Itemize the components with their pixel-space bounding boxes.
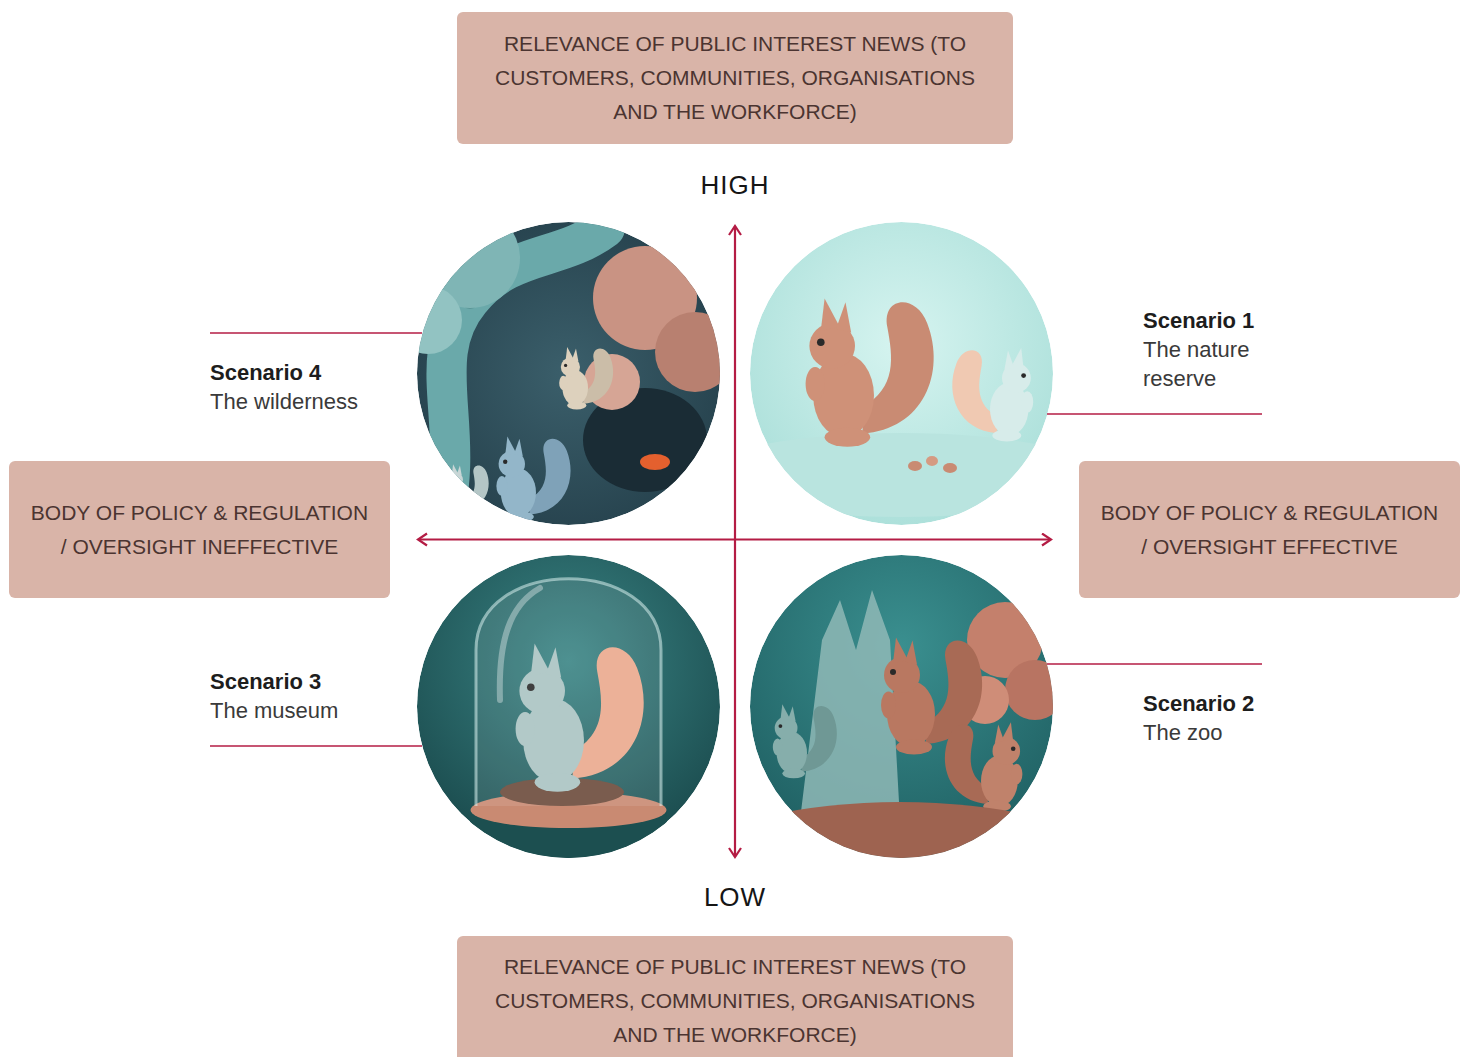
box-text-group: RELEVANCE OF PUBLIC INTEREST NEWS (TO CU… [485, 950, 985, 1052]
zoo-picture [715, 555, 1085, 898]
axis-label-box: RELEVANCE OF PUBLIC INTEREST NEWS (TO CU… [457, 12, 1013, 144]
squirrel-tail [583, 349, 613, 404]
scenario-circle: Scenario 2The zoo [750, 555, 1053, 858]
axis-label-box: RELEVANCE OF PUBLIC INTEREST NEWS (TO CU… [457, 936, 1013, 1057]
scenario-name: The museum [210, 696, 410, 725]
picture-ground [417, 555, 720, 858]
horizontal-axis [418, 538, 1051, 540]
coral-foliage [1005, 660, 1065, 720]
squirrel-tail [863, 302, 934, 433]
scenario-number: Scenario 3 [210, 667, 410, 696]
bird [640, 454, 670, 470]
squirrel [447, 464, 469, 512]
floor [701, 433, 1101, 517]
squirrel [990, 348, 1033, 442]
glass-dome [476, 579, 661, 806]
teal-foliage [394, 286, 462, 354]
coral-foliage [655, 312, 735, 392]
axis-label-box: BODY OF POLICY & REGULATION / OVERSIGHT … [9, 461, 390, 598]
nut [926, 456, 938, 466]
squirrel-tail [945, 724, 988, 803]
scenario-number: Scenario 2 [1143, 689, 1273, 718]
leader-line [1047, 413, 1262, 415]
squirrel-tail [801, 706, 837, 772]
scenario-name: The zoo [1143, 718, 1273, 747]
squirrel-group [945, 722, 1023, 812]
teal-foliage [420, 208, 520, 308]
axis-end-label: LOW [635, 882, 835, 912]
axis-end-label: HIGH [635, 170, 835, 200]
leader-line [210, 745, 422, 747]
scenario-number: Scenario 1 [1143, 306, 1273, 335]
scenario-circle: Scenario 3The museum [417, 555, 720, 858]
axis-label-text: BODY OF POLICY & REGULATION / OVERSIGHT … [27, 496, 372, 564]
nature-reserve-picture [701, 222, 1101, 525]
squirrel-group [952, 348, 1033, 442]
axis-label-text: RELEVANCE OF PUBLIC INTEREST NEWS (TO CU… [485, 950, 985, 1052]
scenario-circle: Scenario 4The wilderness [417, 222, 720, 525]
nut [908, 461, 922, 471]
squirrel [806, 299, 874, 447]
squirrel-tail [926, 640, 982, 744]
leader-line [210, 332, 422, 334]
scenario-number: Scenario 4 [210, 358, 410, 387]
squirrel [496, 437, 536, 523]
leader-line [1047, 663, 1262, 665]
box-text-group: RELEVANCE OF PUBLIC INTEREST NEWS (TO CU… [485, 27, 985, 129]
axis-label-text: RELEVANCE OF PUBLIC INTEREST NEWS (TO CU… [485, 27, 985, 129]
squirrel [981, 722, 1022, 812]
squirrel-tail [465, 466, 488, 509]
nut [943, 463, 957, 473]
squirrel-tail [529, 439, 570, 515]
scenario-caption: Scenario 3The museum [210, 667, 410, 725]
squirrel [881, 638, 935, 755]
squirrel [559, 347, 588, 409]
dome-highlight [500, 588, 540, 700]
ground [715, 802, 1085, 898]
box-text-group: BODY OF POLICY & REGULATION / OVERSIGHT … [27, 496, 372, 564]
box-text-group: BODY OF POLICY & REGULATION / OVERSIGHT … [1097, 496, 1442, 564]
scenario-name: The wilderness [210, 387, 410, 416]
wilderness-picture [394, 208, 735, 530]
scenario-caption: Scenario 1The nature reserve [1143, 306, 1273, 393]
squirrel-tail [952, 350, 997, 433]
axis-label-box: BODY OF POLICY & REGULATION / OVERSIGHT … [1079, 461, 1460, 598]
axis-label-text: BODY OF POLICY & REGULATION / OVERSIGHT … [1097, 496, 1442, 564]
scenario-circle: Scenario 1The nature reserve [750, 222, 1053, 525]
museum-picture [417, 555, 720, 870]
scenario-caption: Scenario 2The zoo [1143, 689, 1273, 747]
scenario-caption: Scenario 4The wilderness [210, 358, 410, 416]
vertical-axis [734, 226, 736, 857]
squirrel [773, 704, 807, 778]
scenario-name: The nature reserve [1143, 335, 1273, 393]
